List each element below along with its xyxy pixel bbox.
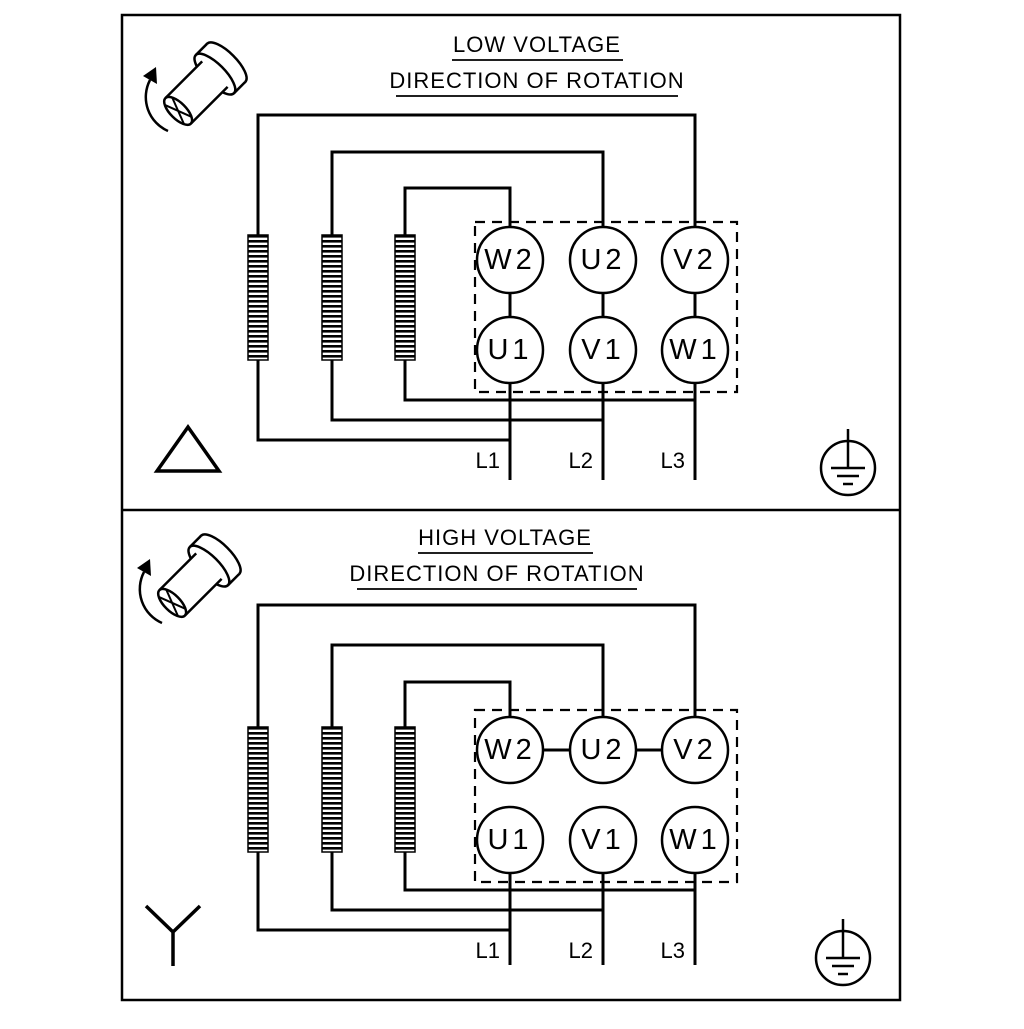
wire	[256, 603, 697, 727]
star-symbol-icon	[144, 904, 202, 966]
terminal-board-outline	[473, 220, 739, 394]
panel-high-voltage: HIGH VOLTAGE DIRECTION OF ROTATION	[135, 525, 872, 987]
terminal-label-w2: W2	[484, 734, 536, 766]
supply-label-l3: L3	[661, 938, 685, 963]
terminal-w1	[660, 315, 730, 385]
terminal-u1	[475, 805, 545, 875]
winding-coil	[247, 234, 269, 361]
terminal-w2	[475, 715, 545, 785]
terminal-u1	[475, 315, 545, 385]
terminal-label-v1: V1	[581, 824, 624, 856]
terminal-labels: W2 U2 V2 U1 V1 W1	[484, 244, 721, 366]
terminal-v1	[568, 805, 638, 875]
terminal-label-v2: V2	[673, 244, 716, 276]
terminal-v2	[660, 225, 730, 295]
wire	[256, 852, 510, 932]
delta-symbol-icon	[153, 423, 223, 473]
panel-subtitle: DIRECTION OF ROTATION	[349, 561, 644, 586]
wire	[403, 680, 512, 727]
supply-label-l2: L2	[569, 448, 593, 473]
terminal-u2	[568, 715, 638, 785]
terminal-label-v2: V2	[673, 734, 716, 766]
wire	[330, 150, 605, 235]
winding-coil	[247, 726, 269, 853]
supply-label-l1: L1	[476, 448, 500, 473]
wire	[403, 186, 512, 235]
terminals	[475, 715, 730, 875]
terminal-v2	[660, 715, 730, 785]
supply-line-labels: L1 L2 L3	[476, 448, 685, 473]
terminal-label-w1: W1	[669, 824, 721, 856]
winding-coil	[321, 234, 343, 361]
supply-label-l2: L2	[569, 938, 593, 963]
supply-line-labels: L1 L2 L3	[476, 938, 685, 963]
panel-low-voltage: LOW VOLTAGE DIRECTION OF ROTATION	[141, 32, 877, 497]
terminal-label-u2: U2	[580, 734, 625, 766]
panel-title: HIGH VOLTAGE	[418, 525, 592, 550]
panel-title: LOW VOLTAGE	[453, 32, 621, 57]
terminal-label-w1: W1	[669, 334, 721, 366]
terminal-label-u2: U2	[580, 244, 625, 276]
terminal-u2	[568, 225, 638, 295]
terminals	[475, 225, 730, 385]
wire	[330, 852, 603, 912]
terminal-label-u1: U1	[487, 824, 532, 856]
winding-wires	[256, 113, 697, 480]
terminal-v1	[568, 315, 638, 385]
wire	[403, 360, 695, 402]
wire	[330, 643, 605, 727]
terminal-board-outline	[473, 708, 739, 884]
supply-label-l3: L3	[661, 448, 685, 473]
wire	[256, 113, 697, 235]
wire	[256, 360, 510, 442]
winding-coil	[394, 234, 416, 361]
winding-coil	[321, 726, 343, 853]
terminal-label-u1: U1	[487, 334, 532, 366]
terminal-w1	[660, 805, 730, 875]
winding-coil	[394, 726, 416, 853]
wire	[330, 360, 603, 422]
panel-subtitle: DIRECTION OF ROTATION	[389, 68, 684, 93]
terminal-label-w2: W2	[484, 244, 536, 276]
supply-label-l1: L1	[476, 938, 500, 963]
terminal-labels: W2 U2 V2 U1 V1 W1	[484, 734, 721, 856]
winding-wires	[256, 603, 697, 965]
terminal-w2	[475, 225, 545, 295]
terminal-label-v1: V1	[581, 334, 624, 366]
wire	[403, 852, 695, 892]
